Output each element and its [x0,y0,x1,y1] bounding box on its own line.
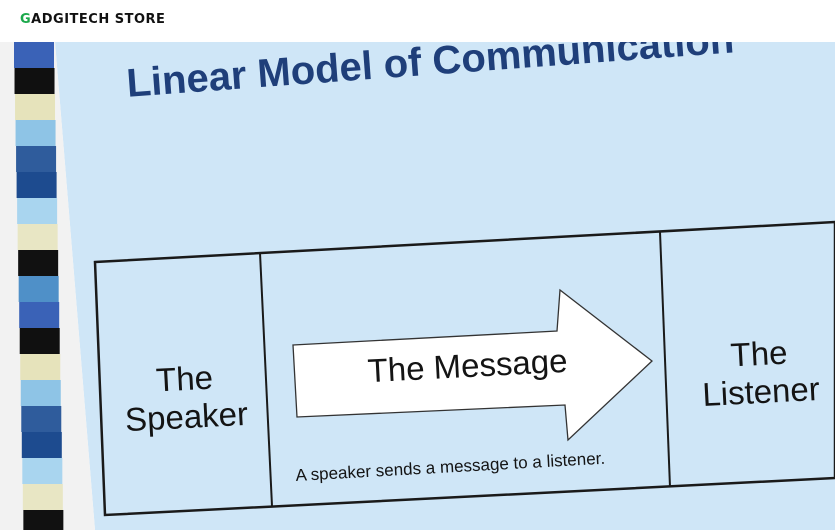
message-arrow [292,288,654,442]
brand-logo-text: ADGITECH STORE [31,12,166,27]
stripe-block [18,276,59,302]
stripe-block [16,146,57,172]
stripe-block [19,302,60,328]
decorative-stripe-column [14,42,64,530]
speaker-label-line2: Speaker [124,394,249,439]
divider-left [259,252,273,507]
stripe-block [21,432,62,458]
stripe-block [14,68,55,94]
brand-logo: GADGITECH STORE [20,12,165,27]
listener-label: The Listener [688,331,832,414]
stripe-block [18,250,59,276]
stripe-block [14,42,54,68]
stripe-block [23,510,64,530]
stripe-block [22,484,63,510]
stripe-block [16,172,57,198]
stripe-block [20,354,61,380]
stripe-block [22,458,63,484]
stripe-block [17,198,58,224]
listener-label-line2: Listener [701,369,821,414]
stripe-block [15,120,56,146]
watermark-bar: GADGITECH STORE [0,0,835,42]
speaker-label: The Speaker [116,357,255,440]
divider-right [659,231,671,488]
brand-logo-initial: G [20,12,32,27]
stripe-block [17,224,58,250]
stripe-block [15,94,56,120]
stripe-block [19,328,60,354]
stripe-block [21,406,62,432]
stripe-block [20,380,61,406]
